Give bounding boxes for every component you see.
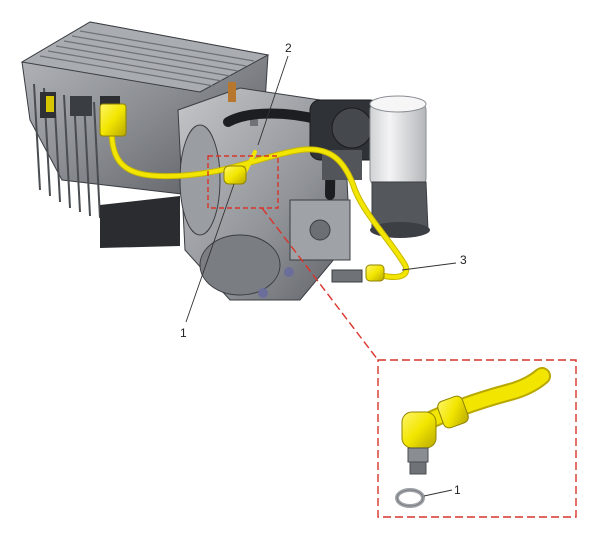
callout-detail-1: 1 bbox=[454, 483, 461, 497]
callout-3: 3 bbox=[460, 253, 467, 267]
callout-1: 1 bbox=[180, 326, 187, 340]
wiring-harness bbox=[99, 103, 410, 282]
detail-view bbox=[377, 359, 577, 518]
oil-filter bbox=[369, 95, 430, 238]
highlight-box bbox=[207, 155, 279, 209]
callout-line-2 bbox=[257, 55, 289, 146]
engine-assembly bbox=[20, 21, 430, 301]
callout-line-3 bbox=[401, 262, 457, 271]
engine-block bbox=[177, 82, 363, 301]
detail-sensor-body bbox=[407, 447, 429, 475]
callout-line-detail-1 bbox=[423, 489, 453, 497]
callout-2: 2 bbox=[285, 41, 292, 55]
callout-line-1 bbox=[185, 183, 235, 323]
sensor-connector bbox=[223, 165, 247, 185]
detail-sensor-cable bbox=[401, 367, 551, 449]
detail-leader-line bbox=[261, 207, 379, 361]
